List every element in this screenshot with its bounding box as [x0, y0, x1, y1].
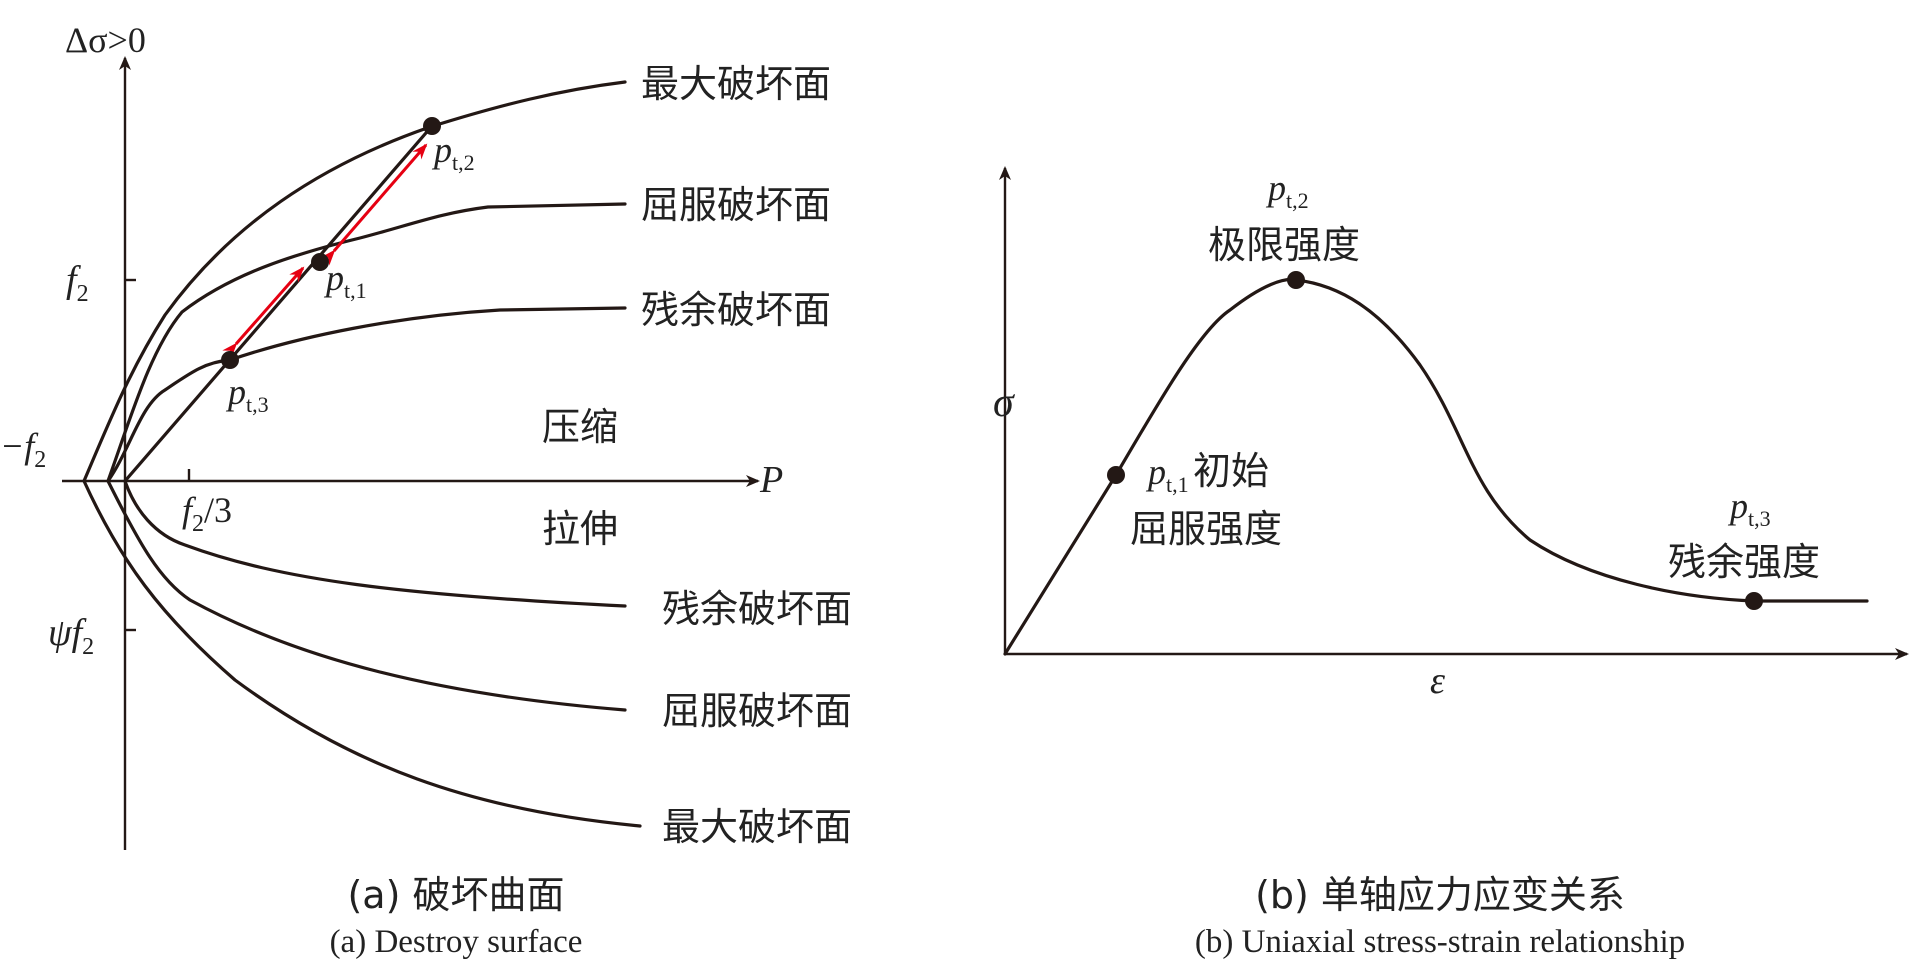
point-pt2-b: [1287, 271, 1305, 289]
panel-a-destroy-surface: Δσ>0 P f2 −f2 f2/3 ψf2 压缩 拉伸 pt,2 pt,1 p…: [0, 20, 852, 960]
residual-failure-surface-lower: [123, 479, 627, 608]
label-pt3-b: pt,3: [1727, 486, 1771, 531]
label-pt3-b-residual-strength: 残余强度: [1668, 540, 1820, 584]
point-pt3-b: [1745, 592, 1763, 610]
label-max-surface-lower: 最大破坏面: [662, 805, 852, 849]
tick-psi-f2-label: ψf2: [48, 612, 94, 660]
point-pt1-a: [311, 253, 329, 271]
red-arrow-pt1-pt2: [320, 143, 428, 266]
residual-failure-surface-upper: [106, 306, 627, 483]
point-pt2-a: [423, 117, 441, 135]
point-pt1-b: [1107, 466, 1125, 484]
label-pt1-b: pt,1: [1145, 452, 1189, 497]
label-max-surface-upper: 最大破坏面: [641, 62, 831, 106]
panel-b-stress-strain: σ ε pt,1 初始 屈服强度 pt,2 极限强度 pt,3 残余强度 (b)…: [993, 166, 1909, 960]
max-failure-surface-upper: [82, 80, 627, 483]
label-yield-surface-upper: 屈服破坏面: [641, 183, 831, 227]
label-yield-surface-lower: 屈服破坏面: [662, 689, 852, 733]
label-residual-surface-upper: 残余破坏面: [641, 288, 831, 332]
label-pt1-b-yield-strength: 屈服强度: [1130, 507, 1282, 551]
tick-neg-f2-label: −f2: [0, 426, 46, 473]
caption-b-en: (b) Uniaxial stress-strain relationship: [1195, 924, 1685, 960]
label-pt2-b: pt,2: [1265, 168, 1309, 213]
region-tension-label: 拉伸: [542, 507, 618, 551]
caption-b-zh: (b) 单轴应力应变关系: [1255, 873, 1625, 917]
panel-b-x-axis-label: ε: [1430, 660, 1445, 702]
label-pt1-a: pt,1: [323, 258, 367, 303]
loading-path: [123, 124, 434, 483]
label-residual-surface-lower: 残余破坏面: [662, 587, 852, 631]
point-pt3-a: [221, 351, 239, 369]
panel-b-y-axis-label: σ: [993, 380, 1016, 426]
caption-a-zh: (a) 破坏曲面: [347, 873, 564, 917]
yield-failure-surface-lower: [106, 479, 627, 712]
caption-a-en: (a) Destroy surface: [330, 924, 583, 960]
tick-f2-label: f2: [66, 259, 89, 307]
panel-a-y-axis-label: Δσ>0: [65, 20, 146, 60]
red-arrow-pt3-pt1: [222, 266, 305, 359]
max-failure-surface-lower: [82, 479, 642, 828]
stress-strain-curve: [1003, 277, 1869, 656]
region-compression-label: 压缩: [542, 405, 618, 449]
tick-f2-3-label: f2/3: [182, 490, 232, 537]
panel-a-x-axis-label: P: [759, 459, 783, 501]
label-pt1-b-initial: 初始: [1193, 449, 1269, 493]
label-pt3-a: pt,3: [225, 372, 269, 417]
label-pt2-b-ultimate-strength: 极限强度: [1208, 223, 1360, 267]
label-pt2-a: pt,2: [431, 130, 475, 175]
